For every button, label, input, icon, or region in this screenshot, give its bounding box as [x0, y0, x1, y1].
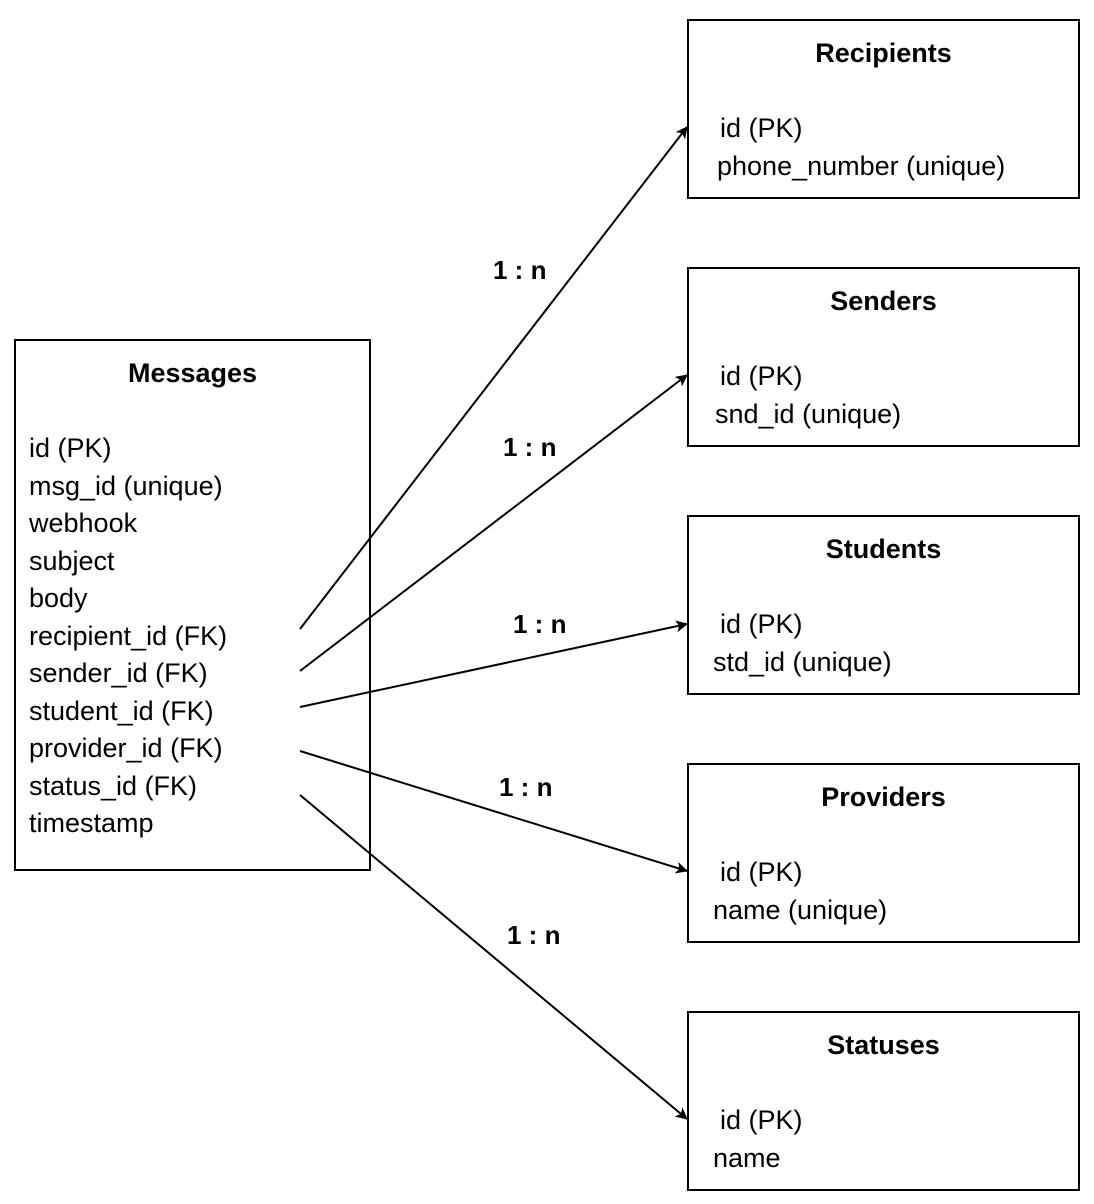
statuses-entity: Statuses id (PK) name	[687, 1011, 1080, 1191]
recipients-title: Recipients	[815, 38, 952, 68]
providers-field-name: name (unique)	[713, 895, 888, 925]
arrow-recipients	[299, 126, 688, 630]
providers-title: Providers	[821, 782, 946, 812]
providers-entity: Providers id (PK) name (unique)	[687, 763, 1080, 943]
messages-field-msg-id: msg_id (unique)	[29, 471, 223, 501]
arrow-students	[299, 620, 688, 708]
recipients-field-id: id (PK)	[720, 113, 803, 143]
statuses-field-name: name	[713, 1143, 781, 1173]
messages-field-subject: subject	[29, 546, 115, 576]
label-senders-cardinality: 1 : n	[503, 432, 556, 462]
statuses-field-id: id (PK)	[720, 1105, 803, 1135]
senders-entity: Senders id (PK) snd_id (unique)	[687, 267, 1080, 447]
messages-title: Messages	[127, 358, 258, 388]
messages-field-status-id: status_id (FK)	[29, 771, 198, 801]
messages-field-provider-id: provider_id (FK)	[29, 733, 223, 763]
students-title: Students	[825, 534, 942, 564]
senders-title: Senders	[830, 286, 937, 316]
messages-field-sender-id: sender_id (FK)	[29, 658, 208, 688]
recipients-field-phone-number: phone_number (unique)	[717, 151, 1006, 181]
messages-field-timestamp: timestamp	[29, 808, 154, 838]
label-statuses-cardinality: 1 : n	[507, 920, 560, 950]
arrow-providers	[299, 750, 688, 874]
messages-entity: Messages id (PK) msg_id (unique) webhook…	[14, 339, 371, 871]
messages-field-student-id: student_id (FK)	[29, 696, 214, 726]
recipients-entity: Recipients id (PK) phone_number (unique)	[687, 19, 1080, 199]
statuses-title: Statuses	[827, 1030, 940, 1060]
label-recipients-cardinality: 1 : n	[493, 255, 546, 285]
label-students-cardinality: 1 : n	[513, 609, 566, 639]
students-entity: Students id (PK) std_id (unique)	[687, 515, 1080, 695]
messages-field-webhook: webhook	[29, 508, 138, 538]
arrow-senders	[299, 374, 688, 672]
providers-field-id: id (PK)	[720, 857, 803, 887]
senders-field-id: id (PK)	[720, 361, 803, 391]
messages-field-id: id (PK)	[29, 433, 112, 463]
messages-field-body: body	[29, 583, 88, 613]
arrow-statuses	[299, 794, 688, 1120]
messages-field-recipient-id: recipient_id (FK)	[29, 621, 228, 651]
students-field-std-id: std_id (unique)	[713, 647, 892, 677]
label-providers-cardinality: 1 : n	[499, 772, 552, 802]
students-field-id: id (PK)	[720, 609, 803, 639]
senders-field-snd-id: snd_id (unique)	[715, 399, 902, 429]
